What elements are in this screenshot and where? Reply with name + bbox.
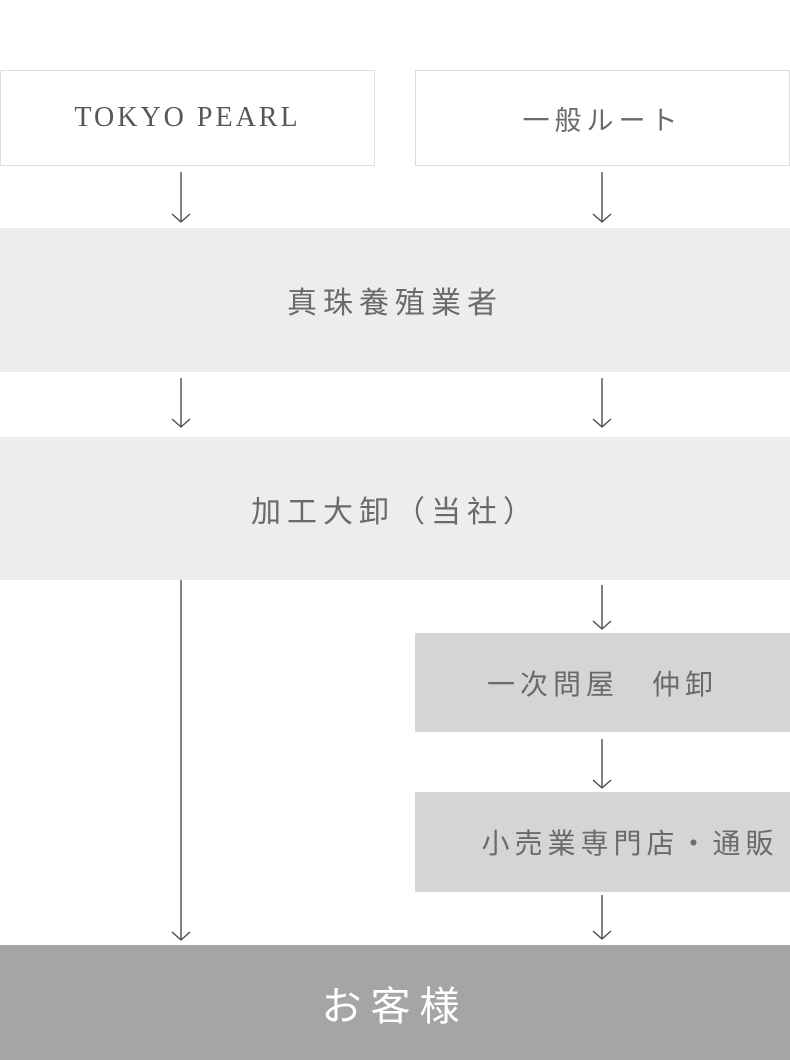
down-arrow-icon [171,172,191,223]
node-pearl-farmer-label: 真珠養殖業者 [287,287,503,320]
node-general-route-label: 一般ルート [522,105,683,136]
node-retail-shop-label: 小売業専門店・通販 [481,828,779,859]
node-primary-wholesaler: 一次問屋 仲卸 [415,633,790,732]
node-processing-wholesale-label: 加工大卸（当社） [251,495,539,529]
down-arrow-icon [171,378,191,428]
down-arrow-icon [592,378,612,428]
node-processing-wholesale: 加工大卸（当社） [0,437,790,580]
down-arrow-icon [592,739,612,789]
node-primary-wholesaler-label: 一次問屋 仲卸 [486,668,718,700]
node-customer-label: お客様 [321,984,469,1029]
node-retail-shop: 小売業専門店・通販 [415,792,790,892]
node-general-route: 一般ルート [415,70,790,166]
node-tokyo-pearl: TOKYO PEARL [0,70,375,166]
down-arrow-icon [592,895,612,940]
down-arrow-long-icon [171,580,191,941]
down-arrow-icon [592,172,612,223]
node-customer: お客様 [0,945,790,1060]
down-arrow-icon [592,585,612,630]
node-tokyo-pearl-label: TOKYO PEARL [74,102,301,133]
node-pearl-farmer: 真珠養殖業者 [0,228,790,372]
